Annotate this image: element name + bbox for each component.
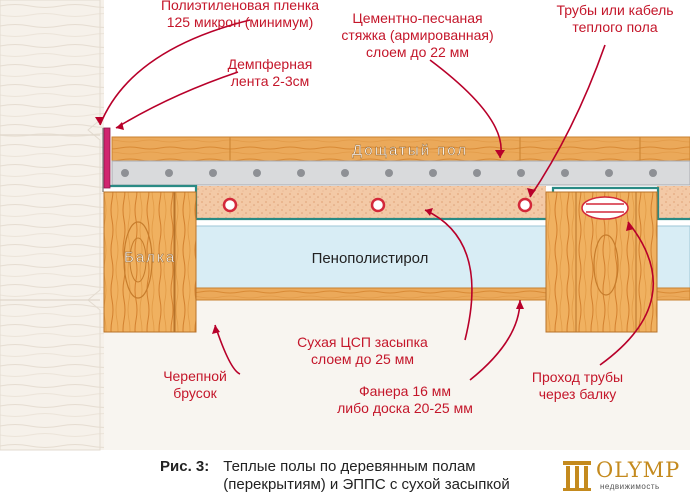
leader-film bbox=[99, 19, 251, 126]
leader-screed bbox=[429, 59, 502, 159]
label-beam: Балка bbox=[124, 249, 176, 266]
screed-dot bbox=[429, 169, 437, 177]
dry-fill bbox=[196, 186, 690, 219]
screed-dot bbox=[561, 169, 569, 177]
screed-dot bbox=[649, 169, 657, 177]
screed-dot bbox=[253, 169, 261, 177]
leader-pipe-pass bbox=[599, 221, 655, 366]
wall-logs bbox=[0, 0, 104, 451]
logo-brand: OLYMP bbox=[596, 458, 681, 482]
screed-dot bbox=[297, 169, 305, 177]
screed-layer bbox=[111, 160, 690, 186]
olymp-logo: OLYMP недвижимость bbox=[560, 458, 688, 494]
screed-dot bbox=[121, 169, 129, 177]
caption-number: Рис. 3: bbox=[160, 458, 210, 475]
arrow-pipes bbox=[527, 188, 536, 197]
screed-dot bbox=[209, 169, 217, 177]
column-icon bbox=[563, 461, 591, 491]
arrow-plywood bbox=[516, 300, 524, 309]
caption-text: Теплые полы по деревянным полам(перекрыт… bbox=[223, 458, 510, 493]
screed-dot bbox=[341, 169, 349, 177]
screed-dot bbox=[517, 169, 525, 177]
screed-dots bbox=[121, 169, 657, 177]
label-board-floor: Дощатый пол bbox=[352, 142, 468, 159]
damper-tape bbox=[103, 127, 111, 189]
arrow-skull-bar bbox=[212, 325, 220, 334]
arrow-pipe-pass bbox=[626, 222, 634, 231]
logo-subtitle: недвижимость bbox=[600, 482, 660, 491]
screed-dot bbox=[473, 169, 481, 177]
beam-left bbox=[103, 191, 197, 333]
screed-dot bbox=[385, 169, 393, 177]
beam-right bbox=[545, 191, 658, 333]
screed-dot bbox=[165, 169, 173, 177]
arrow-film bbox=[95, 117, 104, 125]
leader-arrowheads bbox=[95, 117, 634, 334]
leader-dry-fill bbox=[424, 209, 473, 341]
arrow-screed bbox=[495, 150, 505, 158]
heating-pipes bbox=[222, 197, 533, 213]
leader-pipes bbox=[529, 44, 606, 198]
arrow-damper bbox=[116, 122, 124, 130]
board-floor bbox=[111, 136, 690, 162]
arrow-dry-fill bbox=[425, 208, 433, 216]
label-foam: Пенополистирол bbox=[312, 250, 429, 267]
screed-dot bbox=[605, 169, 613, 177]
leader-damper bbox=[115, 71, 239, 129]
figure-caption: Рис. 3: Теплые полы по деревянным полам(… bbox=[160, 458, 510, 494]
